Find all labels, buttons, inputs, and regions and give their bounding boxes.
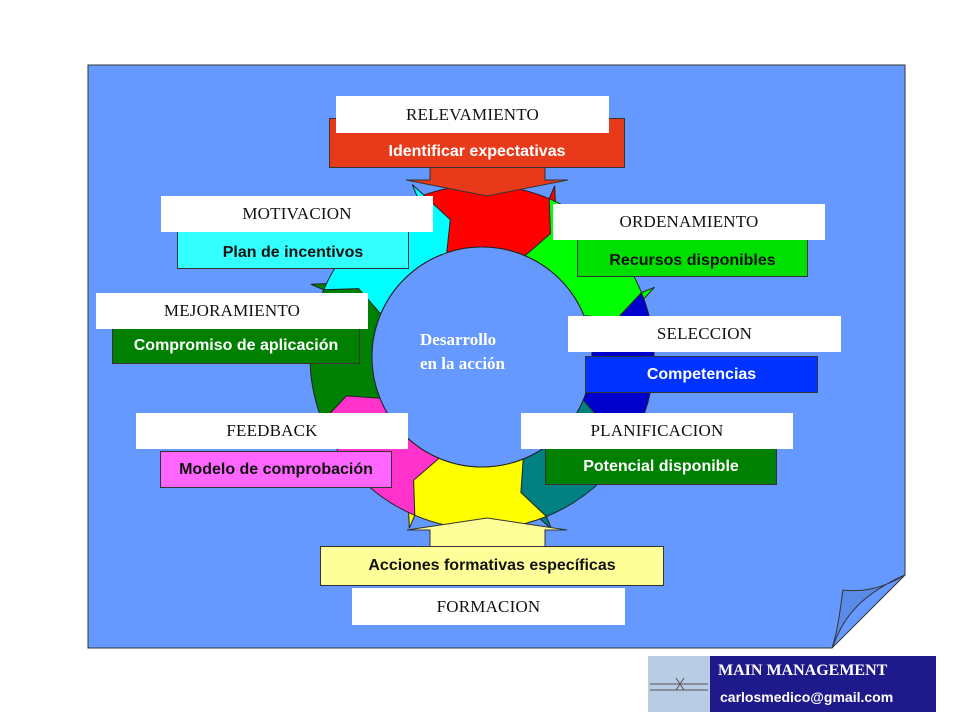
planificacion-detail-box: Potencial disponible	[545, 448, 777, 485]
mejoramiento-detail-box: Compromiso de aplicación	[112, 327, 360, 364]
center-line-2: en la acción	[420, 354, 505, 373]
seleccion-title-box: SELECCION	[568, 316, 841, 352]
motivacion-detail: Plan de incentivos	[222, 243, 364, 261]
footer-title: MAIN MANAGEMENT	[718, 662, 888, 679]
mejoramiento-title-box: MEJORAMIENTO	[96, 293, 368, 329]
relevamiento-title-box: RELEVAMIENTO	[336, 96, 609, 133]
feedback-detail: Modelo de comprobación	[179, 460, 373, 478]
page-curl	[831, 574, 906, 649]
seleccion-detail-box: Competencias	[585, 356, 818, 393]
ordenamiento-title: ORDENAMIENTO	[619, 212, 759, 231]
planificacion-title: PLANIFICACION	[590, 421, 724, 440]
ordenamiento-title-box: ORDENAMIENTO	[553, 204, 825, 240]
formacion-detail-box: Acciones formativas específicas	[320, 546, 664, 586]
top-down-arrow	[405, 166, 569, 197]
footer-email: carlosmedico@gmail.com	[720, 689, 894, 705]
center-label: Desarrollo en la acción	[420, 328, 540, 376]
feedback-title-box: FEEDBACK	[136, 413, 408, 449]
feedback-title: FEEDBACK	[226, 421, 318, 440]
footer-badge: MAIN MANAGEMENT carlosmedico@gmail.com	[648, 656, 936, 712]
mejoramiento-detail: Compromiso de aplicación	[133, 336, 339, 354]
motivacion-title: MOTIVACION	[242, 204, 352, 223]
formacion-title-box: FORMACION	[352, 588, 625, 625]
seleccion-title: SELECCION	[656, 324, 753, 343]
motivacion-detail-box: Plan de incentivos	[177, 226, 409, 269]
formacion-detail: Acciones formativas específicas	[368, 557, 616, 574]
center-line-1: Desarrollo	[420, 330, 497, 349]
ordenamiento-detail-box: Recursos disponibles	[577, 234, 808, 277]
mejoramiento-title: MEJORAMIENTO	[163, 301, 301, 320]
planificacion-detail: Potencial disponible	[583, 457, 739, 475]
ordenamiento-detail: Recursos disponibles	[609, 251, 776, 269]
relevamiento-detail: Identificar expectativas	[388, 143, 566, 160]
connector-icon	[648, 656, 710, 712]
formacion-title: FORMACION	[436, 596, 541, 616]
feedback-detail-box: Modelo de comprobación	[160, 451, 392, 488]
bottom-up-arrow	[406, 517, 568, 548]
seleccion-detail: Competencias	[646, 365, 757, 383]
relevamiento-title: RELEVAMIENTO	[405, 104, 540, 124]
footer-panel: MAIN MANAGEMENT carlosmedico@gmail.com	[710, 656, 936, 712]
motivacion-title-box: MOTIVACION	[161, 196, 433, 232]
planificacion-title-box: PLANIFICACION	[521, 413, 793, 449]
